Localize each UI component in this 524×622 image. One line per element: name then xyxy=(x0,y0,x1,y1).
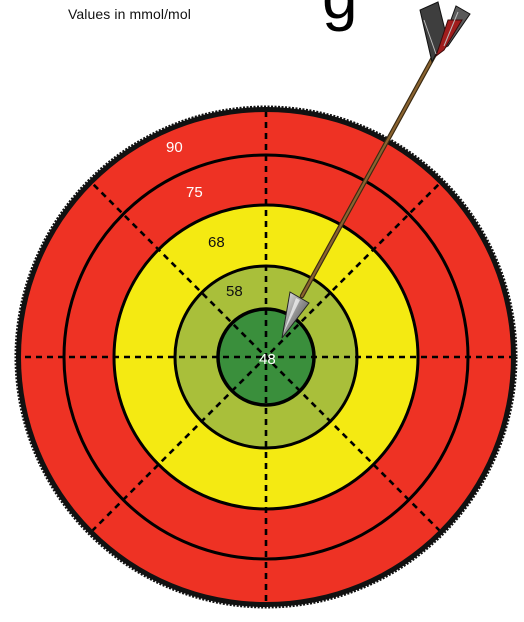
ring-label-90: 90 xyxy=(166,139,183,156)
fletch-left xyxy=(420,2,446,62)
ring-label-75: 75 xyxy=(186,184,203,201)
ring-label-68: 68 xyxy=(208,234,225,251)
arrow-fletching xyxy=(420,2,470,62)
ring-label-48: 48 xyxy=(259,351,276,368)
ring-label-58: 58 xyxy=(226,283,243,300)
